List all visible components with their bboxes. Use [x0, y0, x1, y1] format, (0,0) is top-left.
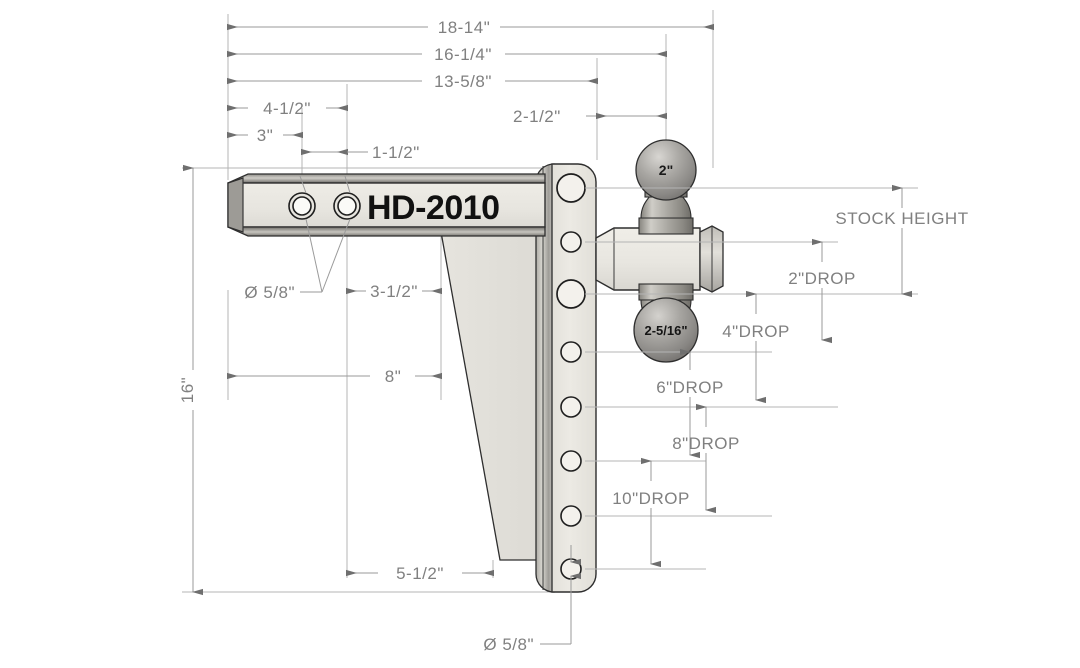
drop-level-lines	[585, 187, 918, 570]
dim-plate-to-ball: 2-1/2"	[513, 107, 667, 126]
dim-label-stock-height: STOCK HEIGHT	[835, 209, 968, 228]
dim-label-drop-4: 4"DROP	[722, 322, 790, 341]
dim-gusset-base: 5-1/2"	[346, 564, 494, 583]
dim-length-to-plate-face: 13-5/8"	[227, 72, 598, 91]
ball-lower	[633, 297, 699, 363]
ball-mount-assembly: 2" 2-5/16"	[595, 139, 724, 363]
vertical-drop-plate	[535, 163, 597, 593]
ball-lower-label: 2-5/16"	[644, 323, 687, 338]
plate-hole-3	[556, 279, 586, 309]
dim-label-drop-10: 10"DROP	[612, 489, 690, 508]
dim-hole-spacing: 1-1/2"	[301, 143, 420, 162]
top-dimension-group: 18-14" 16-1/4" 13-5/8" 4-1/2" 3"	[227, 18, 714, 162]
plate-hole-6	[560, 450, 582, 472]
dim-label-drop-8: 8"DROP	[672, 434, 740, 453]
dim-hole2-from-end: 4-1/2"	[227, 99, 348, 118]
shank-hole-group	[288, 192, 361, 220]
dim-label-overall-length: 18-14"	[438, 18, 491, 37]
dim-shank-to-gusset: 8"	[227, 367, 442, 386]
dim-stock-height: STOCK HEIGHT	[835, 184, 968, 298]
dim-label-length-to-plate-face: 13-5/8"	[434, 72, 492, 91]
dim-drop-6: 6"DROP	[656, 348, 724, 459]
ball-upper	[635, 139, 697, 201]
plate-hole-1	[556, 173, 586, 203]
dim-drop-2: 2"DROP	[788, 238, 856, 344]
drop-dimension-group: STOCK HEIGHT 2"DROP 4"DROP 6"DROP 8"	[612, 184, 968, 568]
plate-hole-4	[560, 341, 582, 363]
dim-label-length-to-ball-center: 16-1/4"	[434, 45, 492, 64]
dim-drop-4: 4"DROP	[722, 290, 790, 404]
ball-upper-label: 2"	[659, 162, 673, 178]
dim-label-plate-hole-dia: Ø 5/8"	[483, 635, 534, 654]
product-model-label: HD-2010	[367, 189, 500, 227]
plate-hole-7	[560, 505, 582, 527]
shank-hole-callout: Ø 5/8"	[244, 175, 351, 302]
shank-hole-1-inner	[292, 196, 312, 216]
dim-label-overall-height: 16"	[178, 377, 197, 403]
left-dimension-group: 16" 8" 3-1/2" 5-1/2"	[178, 164, 494, 596]
shank-hole-2-inner	[337, 196, 357, 216]
dim-hole1-from-end: 3"	[227, 126, 303, 145]
dim-label-plate-to-ball: 2-1/2"	[513, 107, 561, 126]
dim-length-to-ball-center: 16-1/4"	[227, 45, 667, 64]
dim-label-gusset-base: 5-1/2"	[396, 564, 444, 583]
dim-drop-8: 8"DROP	[672, 403, 740, 514]
dim-label-drop-2: 2"DROP	[788, 269, 856, 288]
extension-lines	[182, 10, 714, 593]
dim-label-shank-hole-dia: Ø 5/8"	[244, 283, 295, 302]
dim-label-hole-spacing: 1-1/2"	[372, 143, 420, 162]
plate-hole-5	[560, 396, 582, 418]
dim-label-hole2-from-end: 4-1/2"	[263, 99, 311, 118]
dim-gusset-top-width: 3-1/2"	[346, 282, 442, 301]
dim-overall-length: 18-14"	[227, 18, 714, 37]
dim-label-hole1-from-end: 3"	[257, 126, 274, 145]
dim-label-shank-to-gusset: 8"	[385, 367, 402, 386]
plate-hole-2	[560, 231, 582, 253]
dim-drop-10: 10"DROP	[612, 457, 690, 568]
dim-label-drop-6: 6"DROP	[656, 378, 724, 397]
dim-overall-height: 16"	[178, 164, 203, 596]
gusset-web	[440, 231, 546, 561]
dim-label-gusset-top-width: 3-1/2"	[370, 282, 418, 301]
plate-hole-callout: Ø 5/8"	[483, 545, 581, 654]
receiver-shank	[227, 173, 546, 237]
